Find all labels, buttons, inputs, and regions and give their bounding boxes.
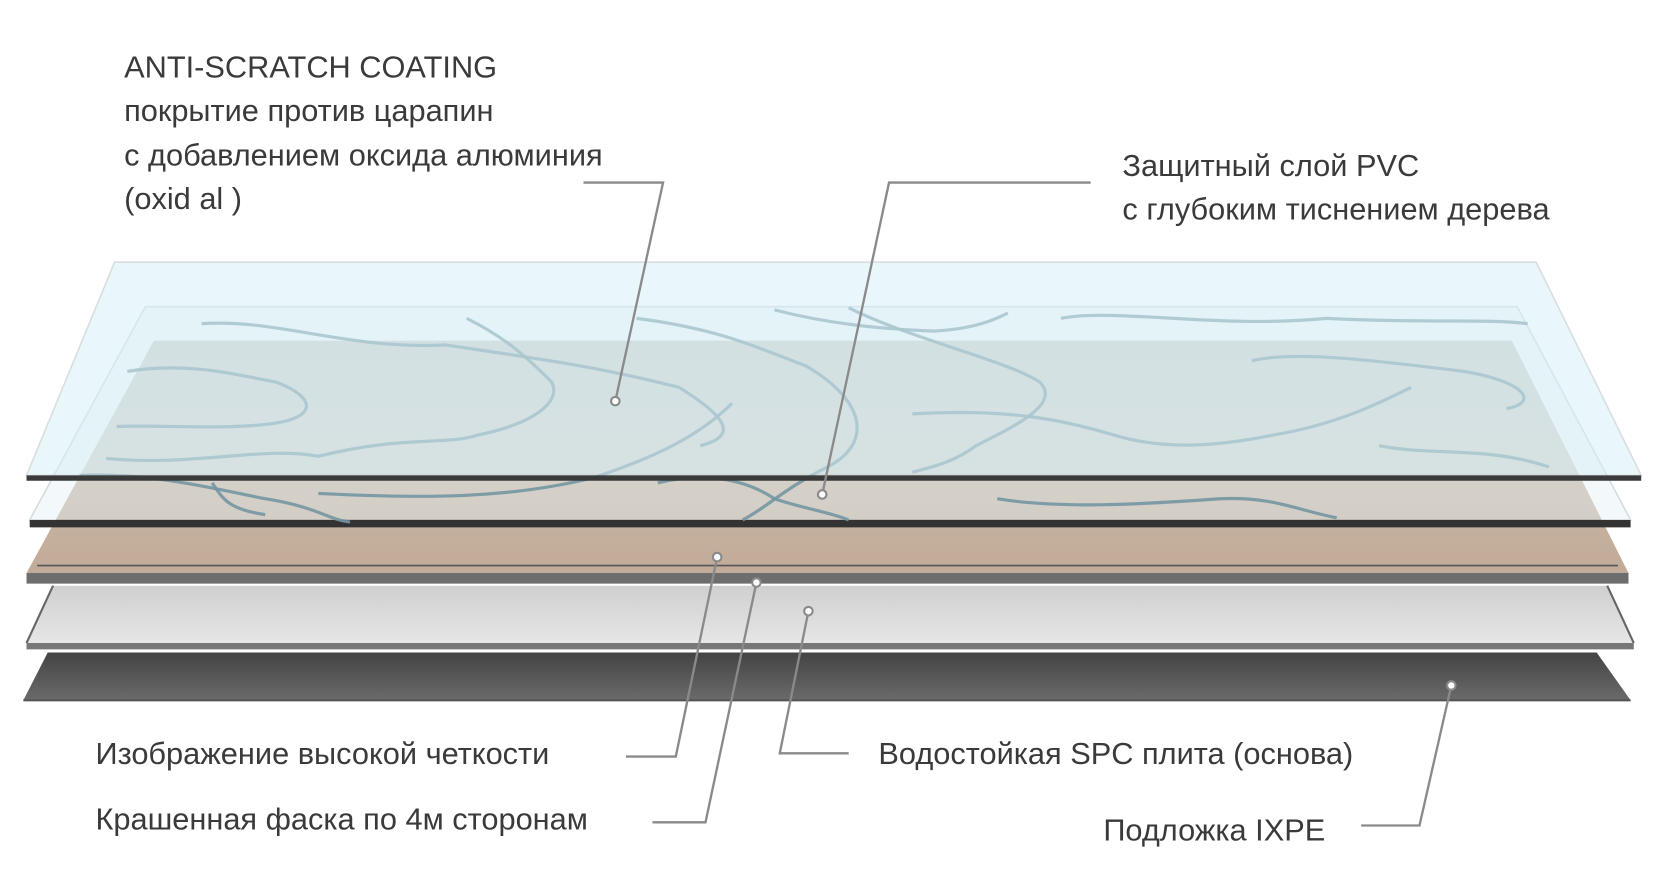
anti-scratch-title: ANTI-SCRATCH COATING: [124, 50, 497, 85]
ixpe-underlay-layer: [23, 652, 1631, 702]
leader-bevel: [652, 577, 762, 824]
anti-scratch-layer: [25, 261, 1643, 481]
leader-ixpe: [1361, 680, 1457, 827]
label-image-layer: Изображение высокой четкости: [95, 736, 549, 771]
anti-scratch-line2: с добавлением оксида алюминия: [124, 138, 603, 173]
leader-pvc: [816, 181, 1091, 500]
pvc-line1: Защитный слой PVC: [1122, 148, 1419, 183]
anti-scratch-line1: покрытие против царапин: [124, 93, 493, 128]
spc-core-layer: [25, 585, 1635, 650]
leader-anti-scratch: [583, 181, 665, 407]
label-ixpe: Подложка IXPE: [1103, 812, 1325, 847]
label-bevel: Крашенная фаска по 4м сторонам: [95, 802, 587, 837]
pvc-line2: с глубоким тиснением дерева: [1122, 192, 1550, 227]
anti-scratch-line3: (oxid al ): [124, 181, 242, 216]
label-anti-scratch: ANTI-SCRATCH COATING покрытие против цар…: [124, 50, 603, 217]
label-pvc: Защитный слой PVC с глубоким тиснением д…: [1122, 148, 1550, 226]
leader-image-layer: [625, 551, 723, 758]
leader-spc: [778, 605, 849, 755]
label-spc: Водостойкая SPC плита (основа): [878, 736, 1353, 771]
